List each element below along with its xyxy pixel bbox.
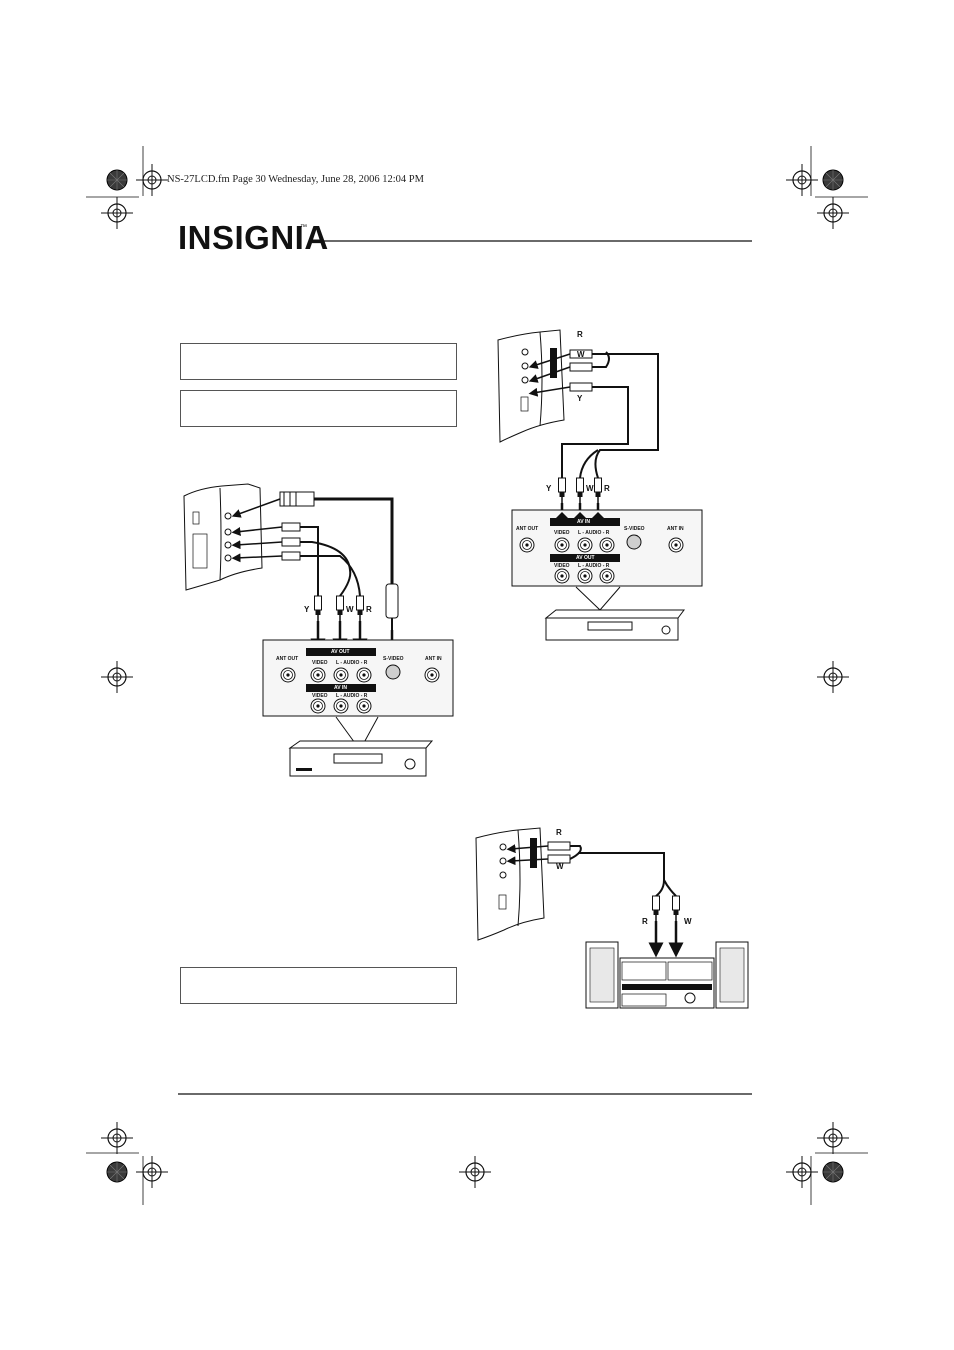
label-audio: L - AUDIO - R: [336, 660, 368, 666]
label-video-3: VIDEO: [554, 530, 570, 536]
label-ant-out-2: ANT OUT: [516, 526, 539, 532]
label-s-video-2: S-VIDEO: [624, 526, 645, 532]
cable-letter-w-2: W: [586, 484, 594, 493]
label-ant-in: ANT IN: [425, 656, 442, 662]
file-info-text: NS-27LCD.fm Page 30 Wednesday, June 28, …: [167, 174, 424, 185]
cable-letter-y: Y: [304, 605, 310, 614]
note-box-1: [180, 343, 457, 380]
cable-letter-w-3: W: [684, 917, 692, 926]
label-av-in: AV IN: [334, 685, 347, 691]
label-video-4: VIDEO: [554, 563, 570, 569]
note-box-3: [180, 967, 457, 1004]
cable-letter-r-3: R: [642, 917, 648, 926]
label-ant-in-2: ANT IN: [667, 526, 684, 532]
label-s-video: S-VIDEO: [383, 656, 404, 662]
trademark-symbol: ™: [300, 224, 307, 231]
label-audio-2: L - AUDIO - R: [336, 693, 368, 699]
label-ant-out: ANT OUT: [276, 656, 299, 662]
cable-letter-r-2: R: [604, 484, 610, 493]
label-video-2: VIDEO: [312, 693, 328, 699]
insignia-logo: INSIGNIA: [178, 219, 329, 256]
label-av-in-2: AV IN: [577, 519, 590, 525]
label-av-out-2: AV OUT: [576, 555, 595, 561]
cable-letter-y-2: Y: [546, 484, 552, 493]
tv-letter-y: Y: [577, 394, 583, 403]
tv-letter-r: R: [577, 330, 583, 339]
label-video: VIDEO: [312, 660, 328, 666]
cable-letter-r: R: [366, 605, 372, 614]
note-box-2: [180, 390, 457, 427]
label-audio-3: L - AUDIO - R: [578, 530, 610, 536]
label-av-out: AV OUT: [331, 649, 350, 655]
cable-letter-w: W: [346, 605, 354, 614]
label-audio-4: L - AUDIO - R: [578, 563, 610, 569]
tv-letter-w-3: W: [556, 862, 564, 871]
tv-letter-w: W: [577, 350, 585, 359]
tv-letter-r-3: R: [556, 828, 562, 837]
